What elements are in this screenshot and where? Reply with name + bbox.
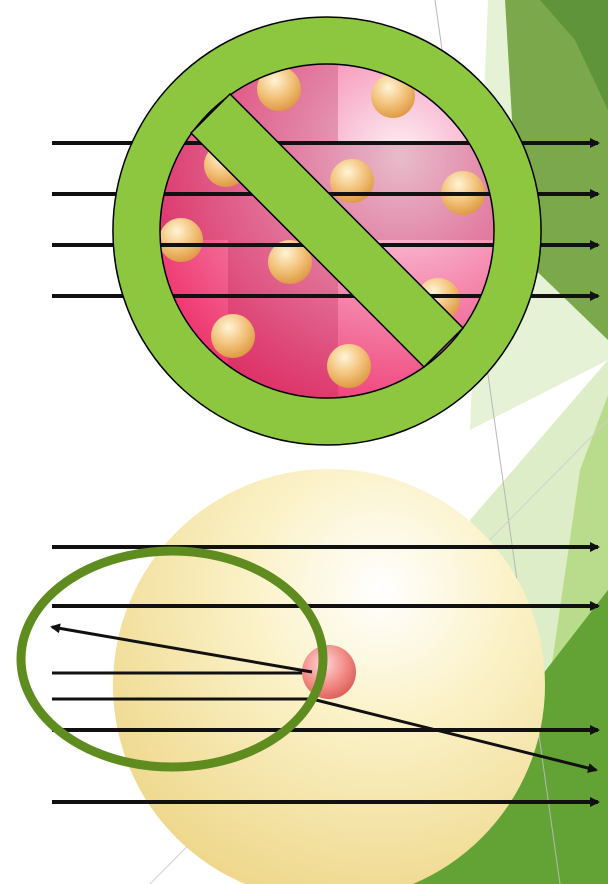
electron	[211, 314, 255, 358]
electron	[327, 344, 371, 388]
electron	[159, 218, 203, 262]
electron	[330, 159, 374, 203]
